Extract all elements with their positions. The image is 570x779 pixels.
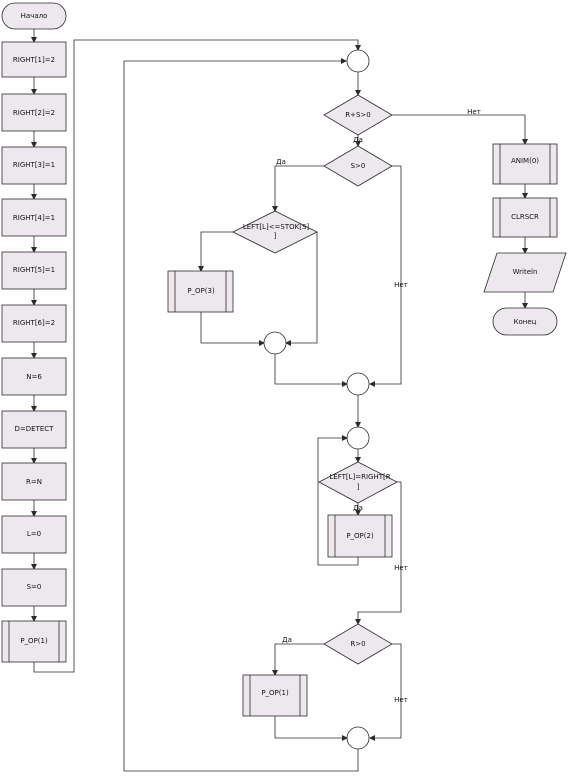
subprocess-anim	[492, 143, 558, 185]
process-right5	[1, 251, 67, 290]
process-s	[1, 568, 67, 607]
io-writeln-label: Writeln	[513, 268, 538, 276]
junction-top	[346, 49, 370, 73]
start-label: Начало	[21, 12, 48, 20]
subprocess-pop1-right-label: P_OP(1)	[261, 689, 289, 697]
decision-r-plus-s-label: R+S>0	[345, 111, 371, 119]
decision-r-gt-0	[323, 623, 393, 665]
process-right3	[1, 146, 67, 185]
subprocess-pop3	[167, 270, 234, 313]
io-writeln	[483, 252, 567, 293]
decision-s-gt-0-label: S>0	[351, 162, 366, 170]
subprocess-pop2-label: P_OP(2)	[346, 532, 374, 540]
end-terminal	[492, 307, 558, 336]
subprocess-pop1-right	[242, 674, 308, 717]
process-right6-label: RIGHT[6]=2	[13, 319, 55, 327]
process-right5-label: RIGHT[5]=1	[13, 266, 55, 274]
decision-r-gt-0-label: R>0	[350, 640, 365, 648]
subprocess-anim-label: ANIM(0)	[511, 157, 539, 165]
process-right2-label: RIGHT[2]=2	[13, 109, 55, 117]
process-right3-label: RIGHT[3]=1	[13, 161, 55, 169]
subprocess-clrscr	[492, 197, 558, 238]
process-d-label: D=DETECT	[15, 425, 55, 433]
process-n	[1, 357, 67, 396]
subprocess-clrscr-label: CLRSCR	[511, 213, 539, 221]
subprocess-pop1-left	[1, 620, 67, 663]
label-yes-4: Да	[282, 636, 292, 644]
label-yes-2: Да	[276, 158, 286, 166]
process-right1-label: RIGHT[1]=2	[13, 56, 55, 64]
label-no-3: Нет	[394, 564, 408, 572]
decision-left-eq-right-label: LEFT[L]=RIGHT[R	[329, 473, 390, 481]
process-right4-label: RIGHT[4]=1	[13, 214, 55, 222]
subprocess-pop2	[327, 514, 393, 558]
process-s-label: S=0	[27, 583, 42, 591]
label-no-1: Нет	[467, 108, 481, 116]
junction-loop2	[346, 426, 370, 450]
decision-s-gt-0	[323, 145, 393, 187]
subprocess-pop3-label: P_OP(3)	[187, 287, 215, 295]
junction-left	[263, 331, 287, 355]
process-right1	[1, 41, 67, 78]
end-label: Конец	[514, 318, 537, 326]
decision-left-le-stok-tail: ]	[274, 232, 277, 240]
label-no-2: Нет	[394, 281, 408, 289]
process-r-label: R=N	[26, 478, 42, 486]
process-l-label: L=0	[27, 530, 41, 538]
junction-mid	[346, 372, 370, 396]
process-n-label: N=6	[26, 373, 42, 381]
process-r	[1, 462, 67, 501]
decision-left-le-stok	[232, 210, 318, 254]
process-d	[1, 410, 67, 449]
decision-left-le-stok-label: LEFT[L]<=STOK[S]	[243, 223, 310, 231]
junction-bottom	[346, 726, 370, 750]
process-right6	[1, 304, 67, 343]
process-right4	[1, 198, 67, 237]
subprocess-pop1-left-label: P_OP(1)	[20, 637, 48, 645]
decision-left-eq-right-tail: ]	[357, 483, 360, 491]
label-no-4: Нет	[394, 696, 408, 704]
